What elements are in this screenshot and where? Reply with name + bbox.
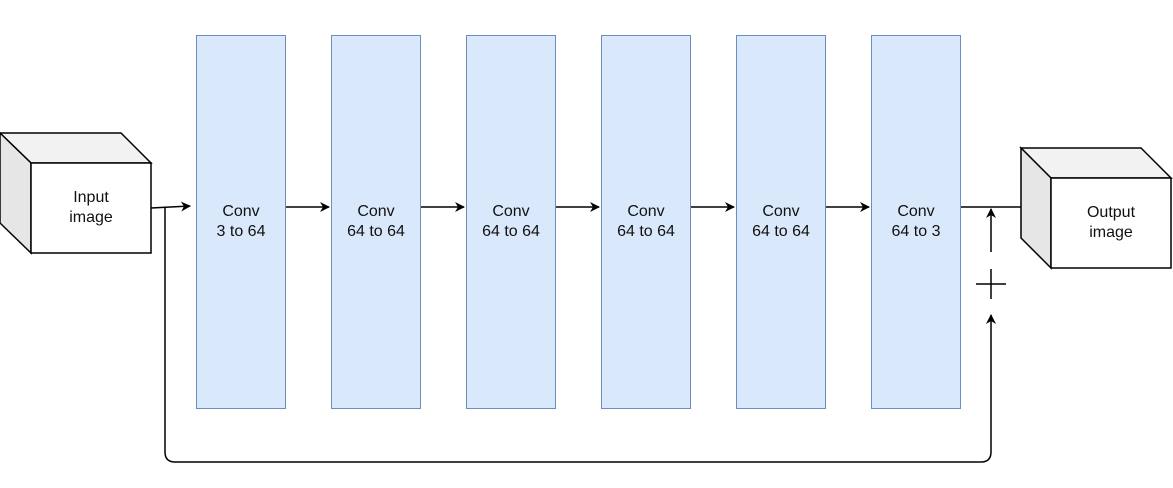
conv-block-channels: 64 to 64 [347, 223, 405, 240]
plus-sign [976, 269, 1006, 299]
input-image-cube [0, 131, 153, 255]
conv-block-3: Conv 64 to 64 [466, 35, 556, 409]
conv-block-channels: 64 to 64 [482, 223, 540, 240]
conv-block-2: Conv 64 to 64 [331, 35, 421, 409]
input-image-label: Input image [31, 163, 151, 253]
skip-connection-line [164, 208, 996, 463]
output-image-label: Output image [1051, 178, 1171, 268]
conv-block-title: Conv [357, 203, 395, 220]
output-label-line2: image [1089, 224, 1133, 241]
output-image-cube [1019, 146, 1173, 270]
conv-block-5: Conv 64 to 64 [736, 35, 826, 409]
conv-block-title: Conv [762, 203, 800, 220]
conv-block-title: Conv [897, 203, 935, 220]
conv-block-6: Conv 64 to 3 [871, 35, 961, 409]
output-label-line1: Output [1086, 204, 1136, 221]
conv-block-4: Conv 64 to 64 [601, 35, 691, 409]
arrow-input-to-conv1 [150, 201, 191, 212]
conv-block-title: Conv [627, 203, 665, 220]
conv-block-channels: 64 to 3 [891, 223, 941, 240]
conv-block-1: Conv 3 to 64 [196, 35, 286, 409]
conv-block-title: Conv [222, 203, 260, 220]
conv-block-channels: 64 to 64 [617, 223, 675, 240]
conv-block-channels: 3 to 64 [216, 223, 266, 240]
input-label-line1: Input [73, 189, 109, 206]
conv-block-title: Conv [492, 203, 530, 220]
conv-block-channels: 64 to 64 [752, 223, 810, 240]
input-label-line2: image [69, 209, 113, 226]
